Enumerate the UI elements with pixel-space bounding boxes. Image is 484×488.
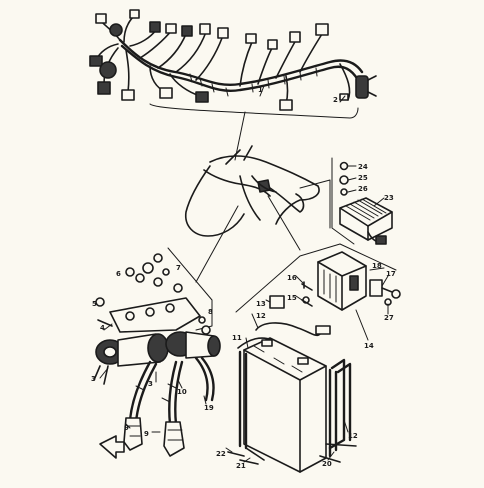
part-label-13: 13 bbox=[256, 300, 266, 308]
part-label-16: 16 bbox=[287, 274, 297, 282]
wire-harness bbox=[89, 9, 377, 111]
part-number-labels: 1 2 3 4 5 6 7 8 9 10 11 12 13 14 15 16 1… bbox=[91, 86, 396, 470]
part-label-18: 18 bbox=[372, 262, 382, 270]
part-label-19: 19 bbox=[204, 404, 214, 412]
leader-ignition bbox=[195, 205, 239, 283]
battery bbox=[237, 337, 338, 473]
rectifier-assembly bbox=[317, 251, 401, 311]
part-label-15: 15 bbox=[287, 294, 297, 302]
part-label-8: 8 bbox=[208, 308, 213, 316]
part-label-26: 26 bbox=[358, 185, 368, 193]
part-label-4: 4 bbox=[100, 324, 105, 332]
part-label-9-b: 9 bbox=[144, 430, 149, 438]
ignition-coils bbox=[93, 331, 221, 385]
bolts-15-16 bbox=[269, 281, 313, 309]
part-label-6: 6 bbox=[116, 270, 121, 278]
leader-battery bbox=[267, 195, 301, 251]
part-label-20: 20 bbox=[322, 460, 332, 468]
leader-harness bbox=[234, 111, 246, 161]
arrow-icon bbox=[99, 435, 125, 459]
part-label-22: 22 bbox=[216, 450, 226, 458]
regulator-assembly bbox=[331, 157, 393, 245]
part-label-27: 27 bbox=[384, 314, 394, 322]
part-label-12-b: 12 bbox=[348, 432, 358, 440]
part-label-10: 10 bbox=[177, 388, 187, 396]
part-label-3: 3 bbox=[91, 375, 96, 383]
part-label-7: 7 bbox=[176, 264, 181, 272]
fasteners bbox=[95, 253, 211, 346]
part-label-23: 23 bbox=[384, 194, 394, 202]
harness-bracket bbox=[149, 103, 359, 119]
battery-cable bbox=[255, 322, 321, 337]
part-label-24: 24 bbox=[358, 163, 368, 171]
part-label-5: 5 bbox=[92, 300, 97, 308]
battery-frame-outline bbox=[235, 243, 341, 313]
part-label-2: 2 bbox=[333, 96, 338, 104]
high-tension-leads bbox=[123, 356, 215, 457]
leader-lines bbox=[99, 85, 389, 463]
part-label-21: 21 bbox=[236, 462, 246, 470]
leader-regulator bbox=[299, 179, 331, 229]
frame-outline bbox=[184, 145, 320, 237]
part-label-12: 12 bbox=[256, 312, 266, 320]
ignition-bracket bbox=[97, 297, 201, 333]
part-label-1: 1 bbox=[258, 86, 263, 94]
part-label-3-b: 3 bbox=[148, 380, 153, 388]
battery-holder bbox=[227, 358, 357, 465]
part-label-14: 14 bbox=[364, 342, 374, 350]
part-label-17: 17 bbox=[386, 270, 396, 278]
part-label-25: 25 bbox=[358, 174, 368, 182]
part-label-9: 9 bbox=[124, 424, 129, 432]
part-label-11: 11 bbox=[232, 334, 242, 342]
